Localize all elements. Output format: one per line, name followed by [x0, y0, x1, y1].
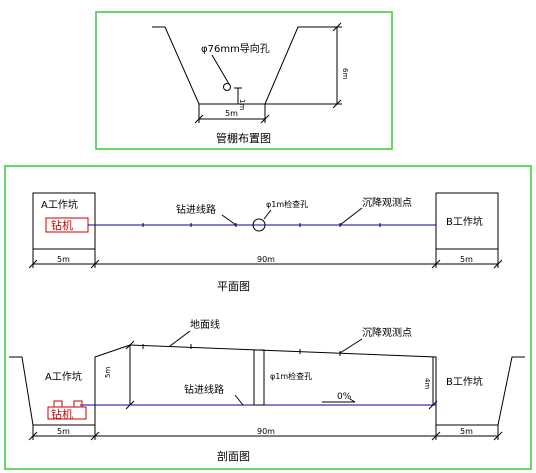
plan-caption: 平面图 — [217, 280, 250, 293]
section-settlement-label: 沉降观测点 — [362, 326, 412, 339]
top-caption: 管棚布置图 — [216, 131, 271, 145]
section-pit-a-label: A工作坑 — [45, 370, 82, 383]
small-dim-label: 1m — [238, 99, 246, 110]
height-tick-bottom — [332, 99, 342, 109]
section-pit-b-label: B工作坑 — [446, 375, 483, 388]
trench-outline — [152, 26, 312, 105]
section-depth-left-tick-top — [125, 340, 135, 350]
height-label: 6m — [341, 68, 349, 79]
section-depth-right: 4m — [423, 378, 431, 389]
width-label: 5m — [225, 109, 238, 118]
top-panel-frame — [95, 11, 393, 150]
plan-drill-path-leader — [221, 214, 237, 226]
section-slope-label: 0% — [337, 392, 352, 402]
guide-hole-circle — [223, 83, 231, 91]
section-dim-right: 5m — [460, 427, 473, 436]
plan-pit-a-label: A工作坑 — [41, 198, 78, 211]
section-caption: 剖面图 — [217, 449, 250, 463]
section-dimension-lines — [28, 425, 503, 441]
plan-settlement-label: 沉降观测点 — [362, 196, 412, 209]
plan-pit-b-label: B工作坑 — [446, 215, 483, 228]
plan-drill-label: 钻机 — [51, 218, 73, 232]
section-settlement-ticks — [142, 344, 341, 356]
plan-dimension-lines — [28, 249, 503, 269]
section-ground-line-leader — [169, 330, 191, 347]
plan-settlement-leader — [339, 207, 363, 226]
section-settlement-leader — [339, 338, 363, 354]
plan-check-hole-leader — [263, 209, 272, 220]
plan-pit-a — [32, 192, 96, 250]
section-dim-mid: 90m — [257, 427, 275, 436]
plan-dim-mid: 90m — [257, 255, 275, 264]
plan-pit-b — [435, 192, 499, 250]
lower-panel-frame — [4, 165, 532, 470]
section-drill-path-label: 钻进线路 — [184, 383, 224, 396]
section-check-hole-label: φ1m检查孔 — [270, 371, 312, 381]
plan-check-hole-label: φ1m检查孔 — [266, 199, 308, 209]
width-tick-left — [194, 114, 204, 124]
section-ground-line-label: 地面线 — [190, 318, 220, 331]
plan-dim-left: 5m — [57, 255, 70, 264]
section-dim-left: 5m — [57, 427, 70, 436]
plan-drill-path-label: 钻进线路 — [176, 203, 216, 216]
section-depth-left: 5m — [104, 367, 112, 378]
plan-dim-right: 5m — [460, 255, 473, 264]
width-tick-right — [260, 114, 270, 124]
section-check-hole — [253, 349, 265, 406]
section-drill-rig — [47, 400, 87, 420]
section-slope-arrow — [349, 398, 356, 403]
hole-label: φ76mm导向孔 — [201, 42, 270, 55]
hole-leader — [211, 54, 230, 85]
height-tick-top — [332, 22, 342, 32]
section-drill-path-leader — [234, 394, 244, 406]
section-drill-label: 钻机 — [51, 407, 73, 421]
plan-check-hole — [252, 218, 266, 232]
